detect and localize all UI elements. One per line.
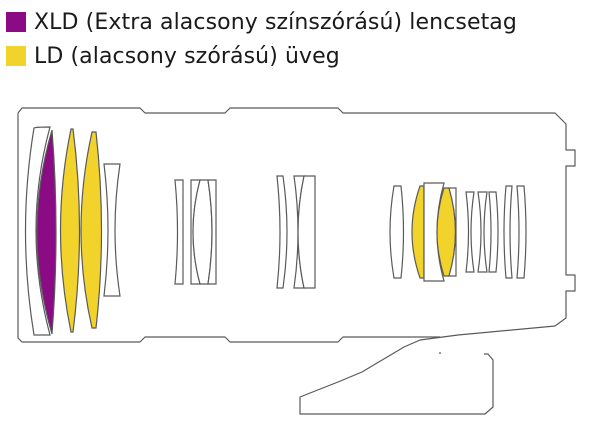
lens-group4-element-8 bbox=[516, 185, 527, 279]
legend-item-xld: XLD (Extra alacsony színszórású) lencset… bbox=[6, 5, 517, 39]
lens-ld-element-3 bbox=[411, 185, 425, 279]
legend-swatch-xld bbox=[6, 12, 26, 32]
legend: XLD (Extra alacsony színszórású) lencset… bbox=[6, 5, 517, 73]
lens-xld-element bbox=[36, 129, 57, 335]
lens-front-meniscus bbox=[24, 126, 51, 336]
lens-ld-element-2 bbox=[80, 131, 103, 329]
lens-group4-element-6 bbox=[488, 191, 499, 273]
legend-item-ld: LD (alacsony szórású) üveg bbox=[6, 39, 517, 73]
legend-label-xld: XLD (Extra alacsony színszórású) lencset… bbox=[34, 9, 517, 35]
lens-group2-element-4 bbox=[207, 179, 217, 285]
lens-group2-element-1 bbox=[174, 179, 184, 285]
lens-group4-element-5 bbox=[477, 191, 488, 273]
lens-group4-element-7 bbox=[503, 185, 513, 279]
lens-group4-element-1 bbox=[389, 185, 405, 279]
lens-group2-element-3 bbox=[192, 179, 213, 285]
legend-swatch-ld bbox=[6, 46, 26, 66]
lens-group4-element-4 bbox=[465, 191, 475, 273]
lens-ld-element-1 bbox=[59, 128, 81, 333]
lens-group4-element-3 bbox=[448, 187, 457, 277]
lens-group3-element-1 bbox=[276, 175, 288, 289]
lens-barrel-outline bbox=[17, 107, 576, 415]
lens-concave-element-1 bbox=[103, 163, 121, 297]
lens-group3-element-3 bbox=[297, 175, 316, 289]
legend-label-ld: LD (alacsony szórású) üveg bbox=[34, 43, 340, 69]
